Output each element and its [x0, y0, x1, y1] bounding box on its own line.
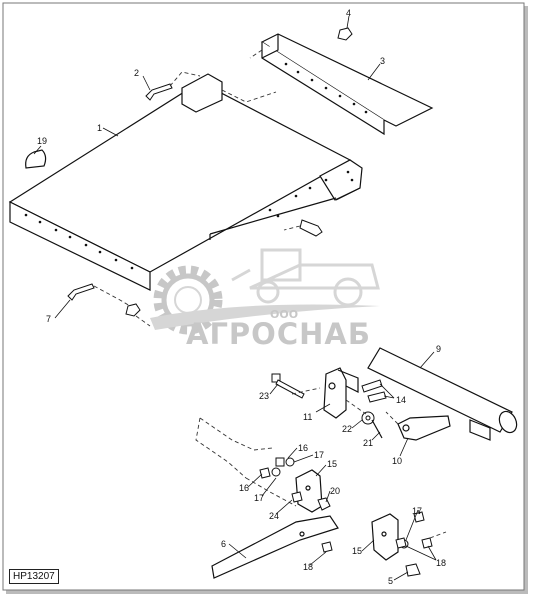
part-15-bracket-lower — [371, 513, 399, 561]
watermark: ООО АГРОСНАБ — [150, 248, 380, 351]
part-6-arm — [211, 515, 339, 579]
callout-18-arm: 18 — [303, 562, 313, 572]
part-3-holes — [284, 62, 368, 114]
alignment-lines — [93, 49, 447, 539]
callout-17-middle: 17 — [254, 493, 264, 503]
part-9-tube — [367, 347, 518, 434]
callout-23: 23 — [259, 391, 269, 401]
part-1-holes — [24, 170, 354, 270]
watermark-company-name: АГРОСНАБ — [186, 317, 371, 351]
callout-22: 22 — [342, 424, 352, 434]
callout-11: 11 — [303, 412, 312, 422]
callout-17-upper: 17 — [314, 450, 324, 460]
callout-6: 6 — [221, 539, 226, 549]
part-7-bolt — [67, 283, 95, 301]
watermark-company-prefix: ООО — [270, 308, 298, 321]
callout-1: 1 — [97, 123, 102, 133]
callout-18-lower: 18 — [436, 558, 446, 568]
part-11-bracket — [323, 367, 359, 419]
callout-21: 21 — [363, 438, 373, 448]
callout-10: 10 — [392, 456, 402, 466]
watermark-harvester — [231, 248, 380, 307]
callout-3: 3 — [380, 56, 385, 66]
callout-16-lower: 16 — [239, 483, 249, 493]
hardware-cluster-upper — [259, 457, 331, 511]
callout-2: 2 — [134, 68, 139, 78]
callout-7: 7 — [46, 314, 51, 324]
watermark-swoosh — [150, 304, 380, 330]
part-21-pin — [371, 419, 383, 439]
part-23-bolt — [271, 373, 305, 399]
leader-lines — [33, 15, 437, 581]
callout-17-lower: 17 — [412, 506, 422, 516]
part-3-angle-plate — [260, 33, 434, 136]
diagram-border — [2, 2, 528, 594]
part-10-bracket — [397, 415, 491, 441]
callout-9: 9 — [436, 344, 441, 354]
part-15-bracket-upper — [295, 469, 323, 513]
callout-15-lower: 15 — [352, 546, 362, 556]
callout-15-upper: 15 — [327, 459, 337, 469]
callout-20: 20 — [330, 486, 340, 496]
callout-14: 14 — [396, 395, 406, 405]
part-bolt-right — [299, 219, 323, 237]
figure-reference-id: HP13207 — [9, 569, 59, 584]
callout-5: 5 — [388, 576, 393, 586]
part-4-nut — [337, 27, 353, 41]
part-14-pins — [361, 379, 387, 403]
part-1-main-panel — [8, 73, 363, 291]
callout-24: 24 — [269, 511, 279, 521]
part-nut-left — [125, 303, 141, 317]
part-2-bolt — [145, 83, 173, 101]
callout-16-upper: 16 — [298, 443, 308, 453]
callout-19: 19 — [37, 136, 47, 146]
part-22-washer — [361, 411, 375, 425]
callout-labels: 1 2 3 4 5 6 7 9 10 11 14 15 15 16 16 17 … — [37, 8, 446, 586]
callout-4: 4 — [346, 8, 351, 18]
